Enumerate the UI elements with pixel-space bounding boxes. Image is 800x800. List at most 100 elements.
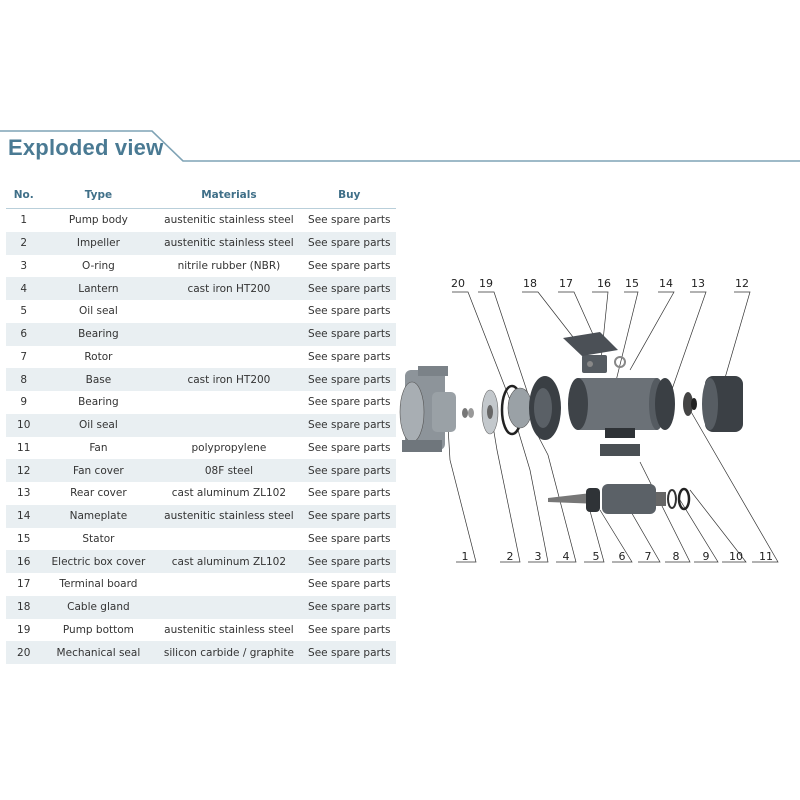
spare-parts-link[interactable]: See spare parts [302, 413, 396, 437]
part-type-cell: Oil seal [79, 305, 118, 318]
spare-parts-link[interactable]: See spare parts [302, 641, 396, 664]
fan-part [683, 392, 697, 416]
part-material-cell [155, 595, 303, 619]
callout-6: 6 [619, 550, 626, 563]
spare-parts-link[interactable]: See spare parts [308, 214, 391, 227]
spare-parts-link[interactable]: See spare parts [302, 504, 396, 528]
spare-parts-link[interactable]: See spare parts [308, 623, 391, 636]
spare-parts-link[interactable]: See spare parts [302, 595, 396, 619]
part-material-cell: austenitic stainless steel [164, 623, 294, 636]
callout-5: 5 [593, 550, 600, 563]
spare-parts-link[interactable]: See spare parts [308, 578, 391, 591]
spare-parts-link[interactable]: See spare parts [302, 459, 396, 482]
part-material-cell: cast aluminum ZL102 [155, 550, 303, 573]
part-material-cell [155, 322, 303, 346]
part-type-cell: Pump bottom [62, 623, 134, 636]
leader-lines [446, 291, 779, 563]
spare-parts-link[interactable]: See spare parts [302, 322, 396, 346]
base-part [600, 444, 640, 456]
part-type-cell: Bearing [78, 396, 119, 409]
spare-parts-link[interactable]: See spare parts [302, 368, 396, 391]
callout-14: 14 [659, 277, 673, 290]
impeller-part [481, 389, 499, 435]
part-type-cell: Rear cover [70, 487, 127, 500]
part-type-cell: Base [41, 368, 156, 391]
callout-10: 10 [729, 550, 743, 563]
spare-parts-link[interactable]: See spare parts [302, 550, 396, 573]
part-type-cell: Fan [89, 441, 108, 454]
spare-parts-link[interactable]: See spare parts [308, 259, 391, 272]
callout-7: 7 [645, 550, 652, 563]
part-type-cell: Pump body [68, 214, 128, 227]
callout-13: 13 [691, 277, 705, 290]
part-material-cell: silicon carbide / graphite [155, 641, 303, 664]
callout-20: 20 [451, 277, 465, 290]
part-material-cell: cast iron HT200 [155, 368, 303, 391]
callout-1: 1 [462, 550, 469, 563]
part-number-cell: 2 [6, 231, 42, 255]
part-number-cell: 11 [17, 441, 31, 454]
part-type-cell: Stator [82, 532, 115, 545]
part-material-cell [155, 573, 302, 596]
part-number-cell: 7 [20, 350, 28, 363]
part-number-cell: 18 [6, 595, 42, 619]
spare-parts-link[interactable]: See spare parts [308, 350, 391, 363]
part-number-cell: 12 [6, 459, 42, 482]
spare-parts-link[interactable]: See spare parts [308, 441, 391, 454]
spare-parts-link[interactable]: See spare parts [308, 487, 391, 500]
header-type: Type [41, 182, 156, 209]
part-material-cell [155, 413, 303, 437]
spare-parts-link[interactable]: See spare parts [308, 396, 391, 409]
part-number-cell: 20 [6, 641, 42, 664]
part-number-cell: 8 [6, 368, 42, 391]
spare-parts-link[interactable]: See spare parts [302, 231, 396, 255]
part-type-cell: Terminal board [59, 578, 138, 591]
part-material-cell [155, 300, 302, 323]
seal-rings-part [462, 408, 474, 418]
part-number-cell: 16 [6, 550, 42, 573]
callout-8: 8 [673, 550, 680, 563]
lantern-part [529, 376, 561, 440]
part-material-cell [155, 391, 302, 414]
part-type-cell: Bearing [41, 322, 156, 346]
callout-16: 16 [597, 277, 611, 290]
part-number-cell: 9 [20, 396, 28, 409]
part-number-cell: 17 [17, 578, 31, 591]
callout-17: 17 [559, 277, 573, 290]
rotor-shaft-part [548, 484, 691, 514]
part-number-cell: 3 [20, 259, 28, 272]
part-material-cell: cast aluminum ZL102 [171, 487, 287, 500]
part-number-cell: 14 [6, 504, 42, 528]
pump-bottom-part [507, 387, 533, 429]
part-type-cell: Rotor [84, 350, 113, 363]
spare-parts-link[interactable]: See spare parts [308, 305, 391, 318]
fan-cover-part [702, 376, 743, 432]
callout-11: 11 [759, 550, 773, 563]
callout-18: 18 [523, 277, 537, 290]
part-type-cell: Fan cover [41, 459, 156, 482]
page-title: Exploded view [8, 135, 164, 160]
part-number-cell: 6 [6, 322, 42, 346]
part-material-cell [155, 528, 302, 551]
spare-parts-link[interactable]: See spare parts [302, 277, 396, 300]
spare-parts-link[interactable]: See spare parts [308, 532, 391, 545]
part-number-cell: 1 [20, 214, 28, 227]
part-type-cell: Cable gland [41, 595, 156, 619]
table-row: 7 Rotor See spare parts [6, 346, 396, 369]
part-number-cell: 10 [6, 413, 42, 437]
